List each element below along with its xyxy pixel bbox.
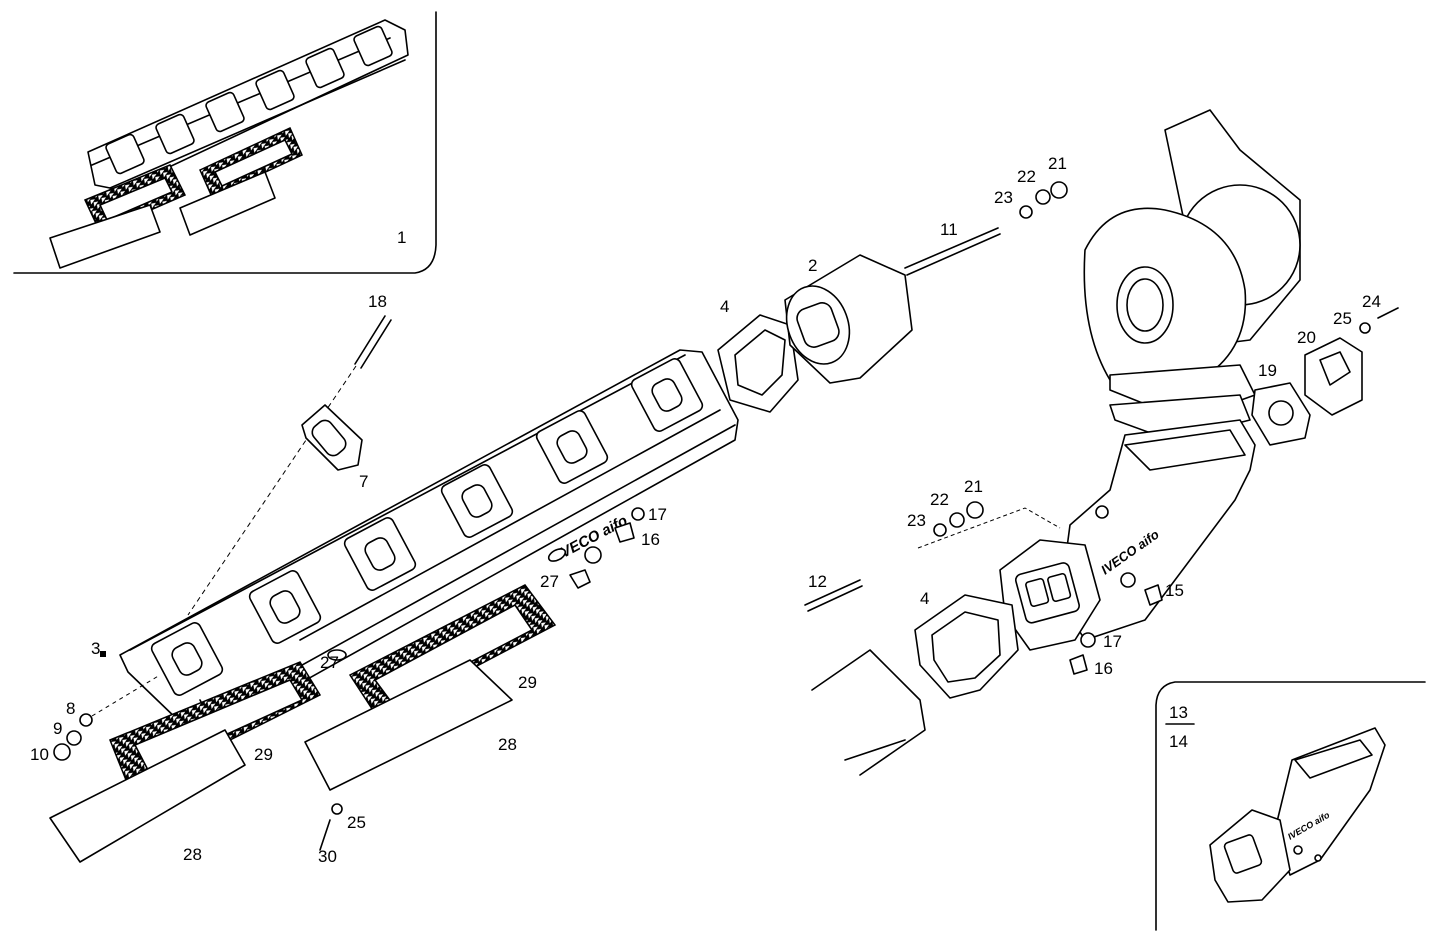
callout-29-right: 29	[518, 673, 537, 692]
callout-18: 18	[368, 292, 387, 311]
callout-28-left: 28	[183, 845, 202, 864]
turbocharger	[1083, 109, 1301, 421]
stud-11	[904, 227, 1001, 276]
inset-variant-1: 1	[13, 11, 437, 274]
plug-15	[1144, 584, 1163, 606]
plug-16-lower	[1069, 654, 1088, 675]
callout-16-lower: 16	[1094, 659, 1113, 678]
callout-16-upper: 16	[641, 530, 660, 549]
callout-17-upper: 17	[648, 505, 667, 524]
callout-11: 11	[940, 220, 958, 239]
nuts-21-22-23-mid	[917, 501, 1061, 549]
stud-12	[804, 579, 863, 612]
exhaust-manifold: IVECO aifo	[119, 349, 739, 729]
manifold-plugs	[319, 507, 645, 851]
adjacent-manifold-outline	[811, 649, 926, 776]
callout-23-mid: 23	[907, 511, 926, 530]
callout-20: 20	[1297, 328, 1316, 347]
manifold-ports	[150, 358, 704, 696]
bolt-24-washer-25	[1359, 307, 1399, 334]
callout-labels: 2 3 4 4 7 8 9 10 11 12 13 14 15 16 16 17…	[30, 154, 1381, 866]
callout-1: 1	[397, 228, 406, 247]
plug-27-top	[547, 548, 567, 562]
callout-4-lower: 4	[920, 589, 929, 608]
plug-27-bottom	[327, 649, 347, 661]
exhaust-connector-2	[784, 254, 913, 384]
callout-27-top: 27	[540, 572, 559, 591]
small-hardware-left	[53, 651, 161, 761]
callout-3: 3	[91, 639, 100, 658]
plug-16-upper	[614, 522, 635, 543]
callout-2: 2	[808, 256, 817, 275]
pin-3	[100, 651, 106, 657]
callout-10: 10	[30, 745, 49, 764]
exhaust-elbow: IVECO aifo	[999, 419, 1256, 651]
callout-4-upper: 4	[720, 297, 729, 316]
callout-21-top: 21	[1048, 154, 1067, 173]
flange-gasket-4-upper	[717, 314, 799, 413]
callout-7: 7	[359, 472, 368, 491]
nuts-21-22-23-top	[1019, 181, 1068, 219]
callout-19: 19	[1258, 361, 1277, 380]
elbow-plugs	[1069, 584, 1163, 675]
callout-17-lower: 17	[1103, 632, 1122, 651]
callout-22-top: 22	[1017, 167, 1036, 186]
inset-elbow: IVECO aifo	[1209, 727, 1386, 903]
callout-25-right: 25	[1333, 309, 1352, 328]
callout-8: 8	[66, 699, 75, 718]
gasket-19	[1251, 382, 1311, 446]
bolt-30	[319, 819, 331, 851]
cover-28-right	[304, 659, 513, 791]
callout-9: 9	[53, 719, 62, 738]
callout-23-top: 23	[994, 188, 1013, 207]
callout-25-bottom: 25	[347, 813, 366, 832]
washer-17-lower	[1080, 632, 1096, 648]
port-gasket-7	[301, 404, 363, 471]
callout-22-mid: 22	[930, 490, 949, 509]
callout-30: 30	[318, 847, 337, 866]
stud-18	[187, 315, 392, 616]
cover-28-left	[49, 729, 246, 863]
callout-14: 14	[1169, 732, 1188, 751]
inset-1-manifold	[49, 19, 409, 269]
washer-17-top	[584, 546, 602, 564]
inset-1-border	[13, 11, 437, 274]
flange-20	[1304, 337, 1363, 416]
washer-17-upper	[631, 507, 645, 521]
washer-9	[66, 730, 82, 746]
gasket-29-right	[348, 584, 557, 719]
plug-16-top	[569, 569, 591, 589]
callout-21-mid: 21	[964, 477, 983, 496]
callout-15: 15	[1165, 581, 1184, 600]
gasket-29-left	[109, 661, 322, 792]
inset-13-border	[1155, 681, 1426, 931]
callout-29-left: 29	[254, 745, 273, 764]
washer-8	[79, 713, 93, 727]
flange-gasket-4-lower	[914, 594, 1019, 699]
callout-12: 12	[808, 572, 827, 591]
nut-10	[53, 743, 71, 761]
callout-28-right: 28	[498, 735, 517, 754]
callout-27-bottom: 27	[320, 653, 339, 672]
callout-24: 24	[1362, 292, 1381, 311]
inset-variant-13-14: IVECO aifo	[1155, 681, 1426, 931]
washer-25-bottom	[331, 803, 343, 815]
callout-13: 13	[1169, 703, 1188, 722]
